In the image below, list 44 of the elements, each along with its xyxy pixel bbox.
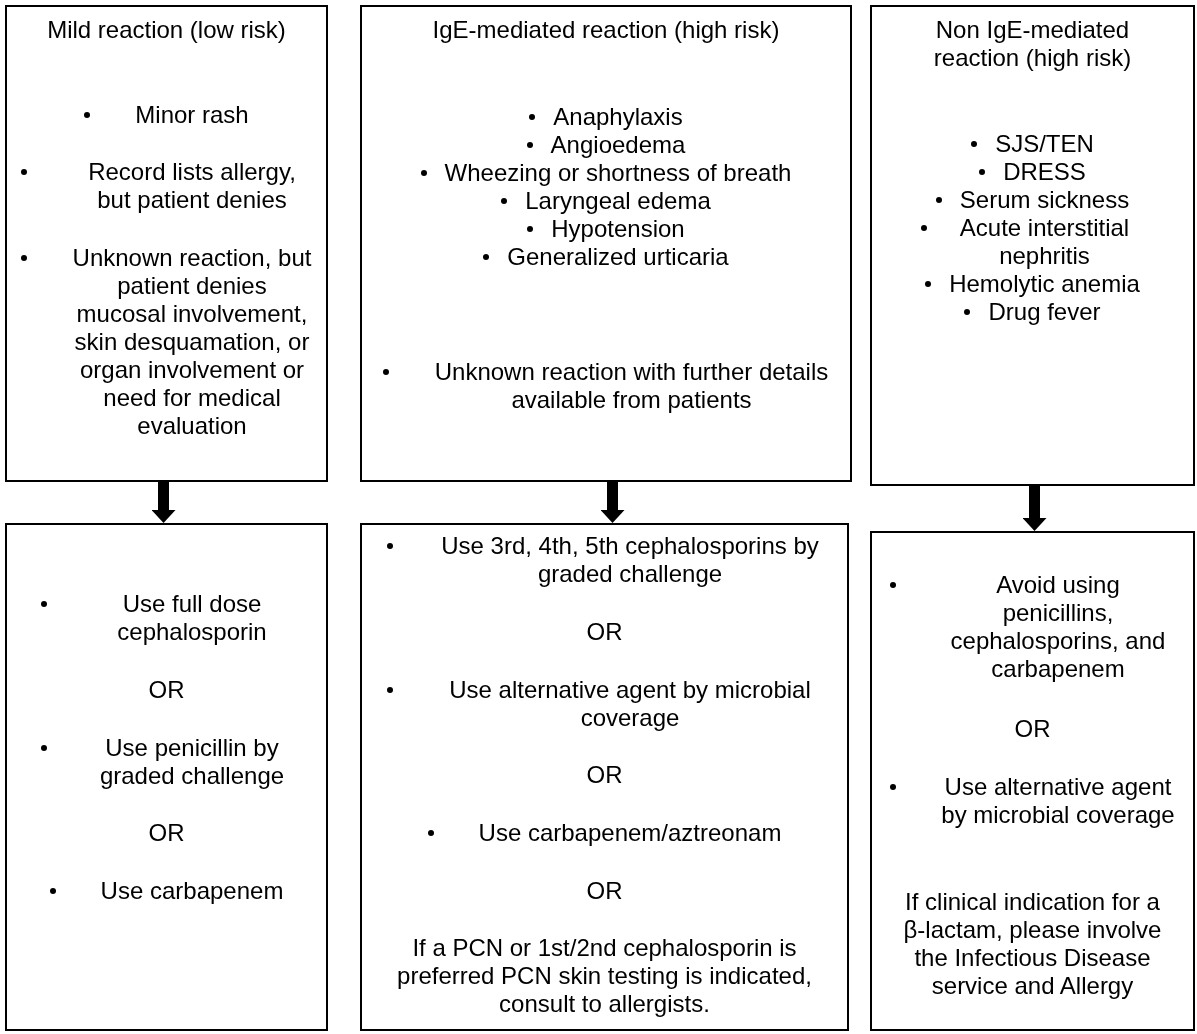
list-item: Acute interstitial nephritis: [958, 214, 1131, 270]
list-item: Use alternative agent by microbial coverage: [448, 676, 812, 732]
separator-text: OR: [148, 676, 185, 704]
arrow: [600, 482, 625, 523]
list-item: Unknown reaction, but patient denies mucosal involvement, skin desquamation, or organ involvement or need for medical evaluation: [72, 244, 312, 440]
list-item: Use 3rd, 4th, 5th cephalosporins by graded challenge: [440, 532, 820, 588]
box-heading: Non IgE-mediated reaction (high risk): [932, 16, 1133, 72]
process-box: [5, 523, 328, 1031]
separator-text: OR: [586, 618, 623, 646]
process-box: [870, 531, 1195, 1031]
process-box: [360, 5, 852, 482]
arrow: [1022, 486, 1047, 531]
separator-text: OR: [586, 877, 623, 905]
list-item: Angioedema: [550, 131, 686, 159]
list-item: Use full dose cephalosporin: [116, 590, 268, 646]
list-item: Use penicillin by graded challenge: [98, 734, 286, 790]
list-item: Generalized urticaria: [507, 243, 729, 271]
list-item: Avoid using penicillins, cephalosporins, and carbapenem: [949, 571, 1167, 683]
process-box: [5, 5, 328, 482]
list-item: SJS/TEN: [995, 130, 1094, 158]
box-heading: IgE-mediated reaction (high risk): [432, 16, 780, 44]
list-item: Use alternative agent by microbial coverage: [940, 773, 1176, 829]
list-item: Anaphylaxis: [553, 103, 683, 131]
arrow: [151, 482, 176, 523]
list-item: Use carbapenem: [100, 877, 284, 905]
list-item: Unknown reaction with further details available from patients: [434, 358, 829, 414]
separator-text: OR: [586, 761, 623, 789]
list-item: DRESS: [1003, 158, 1086, 186]
note-text: If clinical indication for a β-lactam, please involve the Infectious Disease service and Allergy: [902, 888, 1163, 1000]
separator-text: OR: [148, 819, 185, 847]
list-item: Hypotension: [551, 215, 685, 243]
list-item: Minor rash: [135, 101, 249, 129]
list-item: Drug fever: [988, 298, 1101, 326]
list-item: Record lists allergy, but patient denies: [87, 158, 297, 214]
note-text: If a PCN or 1st/2nd cephalosporin is preferred PCN skin testing is indicated, consult to allergists.: [396, 934, 813, 1018]
list-item: Serum sickness: [959, 186, 1130, 214]
list-item: Hemolytic anemia: [949, 270, 1140, 298]
list-item: Wheezing or shortness of breath: [444, 159, 792, 187]
list-item: Laryngeal edema: [525, 187, 711, 215]
process-box: [870, 5, 1195, 486]
separator-text: OR: [1014, 715, 1051, 743]
list-item: Use carbapenem/aztreonam: [478, 819, 782, 847]
process-box: [360, 523, 849, 1031]
box-heading: Mild reaction (low risk): [47, 16, 286, 44]
